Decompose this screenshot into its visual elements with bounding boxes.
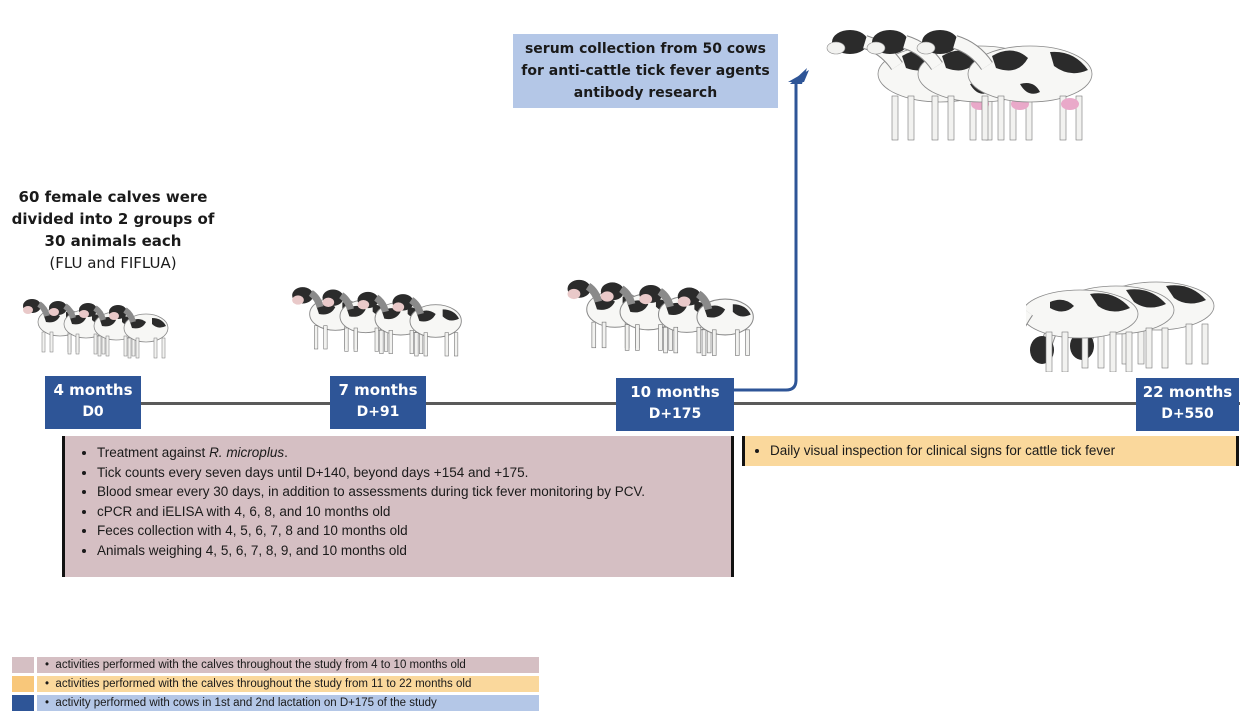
intro-line-2: divided into 2 groups of bbox=[11, 210, 215, 228]
timepoint-day-label: D0 bbox=[82, 404, 104, 420]
calf-activities-box: Treatment against R. microplus. Tick cou… bbox=[62, 436, 734, 577]
activity-item: Animals weighing 4, 5, 6, 7, 8, 9, and 1… bbox=[97, 541, 731, 561]
lactating-cows-icon bbox=[826, 12, 1110, 152]
serum-line-3: antibody research bbox=[573, 85, 718, 101]
timepoint-day-label: D+550 bbox=[1161, 406, 1214, 422]
timepoint-months-label: 7 months bbox=[338, 381, 418, 399]
timepoint-day-label: D+175 bbox=[648, 406, 702, 422]
calves-group-7-months-icon bbox=[280, 272, 470, 370]
timepoint-months-label: 22 months bbox=[1142, 383, 1233, 401]
grazing-heifers-icon bbox=[1026, 264, 1215, 372]
calves-group-10-months-icon bbox=[556, 262, 761, 372]
legend-label: • activities performed with the calves t… bbox=[37, 676, 539, 692]
timepoint-10-months: 10 months D+175 bbox=[616, 378, 734, 431]
legend-swatch bbox=[12, 695, 34, 711]
timepoint-months-label: 4 months bbox=[53, 381, 133, 399]
activity-item: Tick counts every seven days until D+140… bbox=[97, 463, 731, 483]
late-activities-list: Daily visual inspection for clinical sig… bbox=[745, 442, 1236, 460]
intro-line-3: 30 animals each bbox=[44, 232, 182, 250]
intro-groups: (FLU and FIFLUA) bbox=[49, 254, 177, 272]
serum-line-1: serum collection from 50 cows bbox=[524, 41, 767, 57]
calves-group-4-months-icon bbox=[23, 286, 174, 370]
intro-line-1: 60 female calves were bbox=[18, 188, 208, 206]
species-name: R. microplus bbox=[209, 445, 285, 460]
legend-swatch bbox=[12, 676, 34, 692]
calf-activities-list: Treatment against R. microplus. Tick cou… bbox=[65, 443, 731, 560]
activity-item: Feces collection with 4, 5, 6, 7, 8 and … bbox=[97, 521, 731, 541]
activity-item: Daily visual inspection for clinical sig… bbox=[770, 442, 1236, 460]
timepoint-day-label: D+91 bbox=[356, 404, 400, 420]
activity-item: Treatment against R. microplus. bbox=[97, 443, 731, 463]
legend-swatch bbox=[12, 657, 34, 673]
timepoint-22-months: 22 months D+550 bbox=[1136, 378, 1239, 431]
legend-label: • activities performed with the calves t… bbox=[37, 657, 539, 673]
late-activities-box: Daily visual inspection for clinical sig… bbox=[742, 436, 1239, 466]
serum-collection-box: serum collection from 50 cows for anti-c… bbox=[513, 34, 778, 108]
branch-arrow bbox=[730, 68, 809, 392]
serum-line-2: for anti-cattle tick fever agents bbox=[521, 63, 770, 79]
timepoint-months-label: 10 months bbox=[630, 383, 720, 401]
activity-item: cPCR and iELISA with 4, 6, 8, and 10 mon… bbox=[97, 502, 731, 522]
activity-item: Blood smear every 30 days, in addition t… bbox=[97, 482, 731, 502]
timepoint-4-months: 4 months D0 bbox=[45, 376, 141, 429]
legend-label: • activity performed with cows in 1st an… bbox=[37, 695, 539, 711]
timepoint-7-months: 7 months D+91 bbox=[330, 376, 426, 429]
intro-text: 60 female calves were divided into 2 gro… bbox=[8, 186, 218, 274]
